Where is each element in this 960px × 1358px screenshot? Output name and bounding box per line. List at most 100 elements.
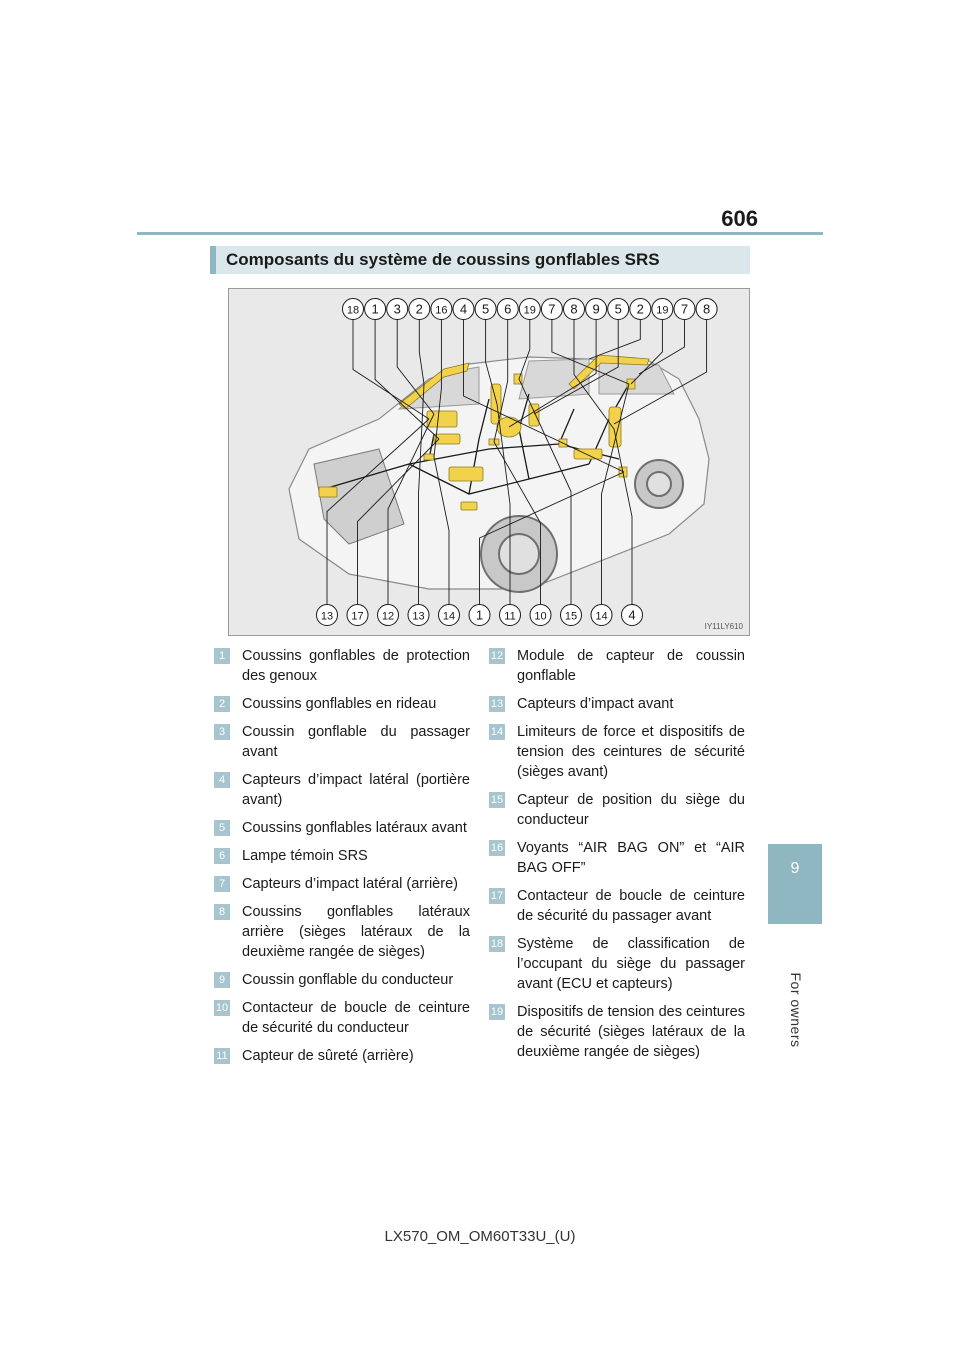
callout-circle — [408, 298, 431, 320]
callout-leader-lines — [326, 320, 708, 604]
callout-leader-line — [613, 320, 708, 425]
pretensioner-a — [513, 373, 523, 385]
callout-label: 11 — [504, 611, 515, 623]
legend-right-column: 12 Module de capteur de coussin gonflable… — [489, 646, 745, 1070]
legend-text: Coussins gonflables en rideau — [242, 696, 437, 712]
legend-item: 17 Contacteur de boucle de ceinture de sé… — [489, 886, 745, 926]
chapter-label: For owners — [788, 972, 804, 1048]
knee-airbag-left — [433, 433, 461, 445]
legend-text: Coussins gonflables latéraux arrière (si… — [242, 904, 470, 960]
legend-text: Limiteurs de force et dispositifs de ten… — [517, 724, 745, 780]
legend-text: Système de classification de l’occupant … — [517, 936, 745, 992]
section-title: Composants du système de coussins gonfla… — [226, 250, 660, 269]
legend-text: Dispositifs de tension des ceintures de … — [517, 1004, 745, 1060]
callout-leader-line — [418, 320, 425, 385]
callout-leader-line — [396, 320, 435, 415]
sensor-small-a — [423, 453, 435, 461]
callout-leader-line — [601, 383, 630, 604]
callout-leader-line — [493, 441, 541, 604]
curtain-airbag-left — [398, 362, 470, 410]
legend-item: 12 Module de capteur de coussin gonflable — [489, 646, 745, 686]
callout-label: 19 — [656, 305, 668, 317]
callout-circle — [585, 298, 608, 320]
legend-number: 2 — [214, 696, 230, 712]
callout-leader-line — [508, 320, 597, 428]
wheels — [480, 459, 684, 593]
legend-text: Contacteur de boucle de ceinture de sécu… — [517, 888, 745, 924]
callout-label: 3 — [394, 302, 401, 317]
callout-label: 9 — [592, 302, 599, 317]
header-rule — [137, 232, 823, 235]
callout-circle — [560, 604, 582, 626]
front-impact-sensor-right — [460, 501, 478, 511]
legend-number: 16 — [489, 840, 505, 856]
driver-seat-side-airbag — [528, 403, 540, 427]
passenger-airbag — [426, 410, 458, 428]
legend-number: 15 — [489, 792, 505, 808]
front-impact-sensor-left — [318, 486, 338, 498]
legend-text: Capteurs d’impact avant — [517, 696, 674, 712]
callout-label: 5 — [482, 302, 489, 317]
callout-circle — [651, 298, 674, 320]
legend-text: Coussin gonflable du conducteur — [242, 972, 454, 988]
callout-leader-line — [433, 320, 442, 458]
legend-text: Coussins gonflables latéraux avant — [242, 820, 467, 836]
legend-text: Coussins gonflables de protection des ge… — [242, 648, 470, 684]
callout-leader-line — [387, 413, 435, 604]
legend-number: 1 — [214, 648, 230, 664]
callout-leader-line — [352, 320, 430, 420]
chapter-label-container: For owners — [786, 960, 806, 1060]
legend-number: 9 — [214, 972, 230, 988]
legend-number: 17 — [489, 888, 505, 904]
legend-text: Coussin gonflable du passager avant — [242, 724, 470, 760]
callout-circle — [695, 298, 718, 320]
callout-leader-line — [374, 320, 440, 440]
legend-item: 1 Coussins gonflables de protection des g… — [214, 646, 470, 686]
callout-label: 5 — [615, 302, 622, 317]
callout-leader-line — [493, 320, 509, 443]
legend-text: Module de capteur de coussin gonflable — [517, 648, 745, 684]
callout-circle — [496, 298, 519, 320]
callout-label: 1 — [476, 608, 483, 623]
callout-circle — [346, 604, 369, 626]
legend-text: Contacteur de boucle de ceinture de sécu… — [242, 1000, 470, 1036]
callout-circle — [452, 298, 475, 320]
callout-circle — [540, 298, 563, 320]
legend-number: 4 — [214, 772, 230, 788]
callout-label: 14 — [443, 611, 455, 623]
legend-item: 2 Coussins gonflables en rideau — [214, 694, 470, 714]
callout-circle — [468, 604, 491, 626]
airbag-sensor-module — [448, 466, 484, 482]
callout-circle — [474, 298, 497, 320]
callout-leader-line — [463, 320, 625, 473]
callout-leader-line — [418, 383, 425, 604]
callout-circle — [364, 298, 387, 320]
callout-label: 12 — [382, 611, 394, 623]
figure-code: IY11LY610 — [704, 622, 743, 631]
callout-label: 8 — [570, 302, 577, 317]
callout-label: 4 — [460, 302, 467, 317]
legend-text: Capteur de sûreté (arrière) — [242, 1048, 414, 1064]
callout-leader-line — [357, 438, 440, 604]
callout-circle — [499, 604, 521, 626]
callout-label: 10 — [534, 611, 546, 623]
legend-number: 12 — [489, 648, 505, 664]
footer-doc-code: LX570_OM_OM60T33U_(U) — [384, 1228, 576, 1245]
callout-leader-line — [326, 418, 430, 604]
callout-circle — [629, 298, 652, 320]
callout-leader-line — [613, 428, 633, 604]
callout-label: 18 — [347, 305, 359, 317]
section-header: Composants du système de coussins gonfla… — [210, 246, 750, 274]
legend-text: Capteurs d’impact latéral (portière avan… — [242, 772, 470, 808]
